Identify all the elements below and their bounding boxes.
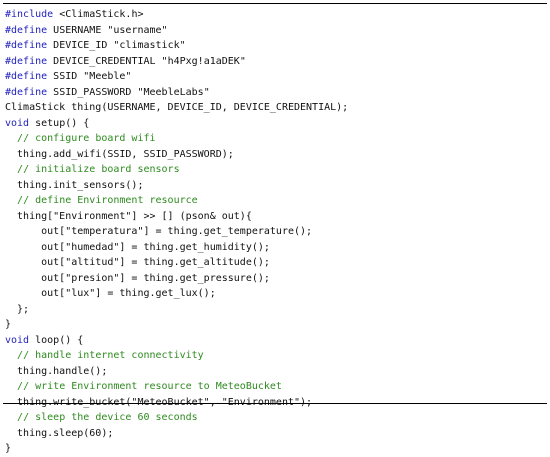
code-text <box>5 164 17 175</box>
code-comment: // initialize board sensors <box>17 164 180 175</box>
code-text: thing.sleep(60); <box>5 427 114 439</box>
bottom-rule <box>3 403 547 404</box>
code-text: } <box>5 319 12 330</box>
code-line: void loop() { <box>5 333 545 349</box>
code-line: // handle internet connectivity <box>5 348 545 364</box>
code-text: setup() { <box>29 117 90 129</box>
code-line: out["presion"] = thing.get_pressure(); <box>5 271 545 287</box>
code-text <box>5 412 17 423</box>
code-keyword: #define <box>5 71 48 82</box>
code-line: thing["Environment"] >> [] (pson& out){ <box>5 209 545 225</box>
code-line: } <box>5 441 545 457</box>
code-line: #define USERNAME "username" <box>5 23 545 39</box>
code-comment: // write Environment resource to MeteoBu… <box>17 381 282 392</box>
code-line: out["humedad"] = thing.get_humidity(); <box>5 240 545 256</box>
code-text: loop() { <box>29 334 84 346</box>
code-text: DEVICE_CREDENTIAL "h4Pxg!a1aDEK" <box>47 55 246 67</box>
code-comment: // define Environment resource <box>17 195 198 206</box>
code-text <box>5 381 17 392</box>
code-keyword: #define <box>5 86 48 98</box>
code-text: }; <box>5 303 30 315</box>
code-line: // configure board wifi <box>5 131 545 147</box>
code-line: out["altitud"] = thing.get_altitude(); <box>5 255 545 271</box>
code-keyword: void <box>5 334 30 346</box>
code-keyword: #define <box>5 40 48 51</box>
code-text: } <box>5 443 12 454</box>
code-text: thing.write_bucket("MeteoBucket", "Envir… <box>5 396 313 408</box>
code-line: out["temperatura"] = thing.get_temperatu… <box>5 224 545 240</box>
code-line: #include <ClimaStick.h> <box>5 7 545 23</box>
code-line: thing.write_bucket("MeteoBucket", "Envir… <box>5 395 545 411</box>
code-line: }; <box>5 302 545 318</box>
code-comment: // sleep the device 60 seconds <box>17 412 198 423</box>
code-text: thing["Environment"] >> [] (pson& out){ <box>5 210 252 222</box>
code-line: #define DEVICE_CREDENTIAL "h4Pxg!a1aDEK" <box>5 54 545 70</box>
code-text <box>5 133 17 144</box>
code-line: #define DEVICE_ID "climastick" <box>5 38 545 54</box>
code-line: thing.add_wifi(SSID, SSID_PASSWORD); <box>5 147 545 163</box>
code-line: thing.init_sensors(); <box>5 178 545 194</box>
code-text <box>5 350 17 361</box>
code-text: <ClimaStick.h> <box>53 9 144 20</box>
code-line: // initialize board sensors <box>5 162 545 178</box>
code-listing: #include <ClimaStick.h>#define USERNAME … <box>5 7 545 457</box>
code-text: thing.handle(); <box>5 365 108 377</box>
code-line: ClimaStick thing(USERNAME, DEVICE_ID, DE… <box>5 100 545 116</box>
code-text: out["lux"] = thing.get_lux(); <box>5 288 216 299</box>
code-text: DEVICE_ID "climastick" <box>47 40 186 51</box>
code-keyword: #include <box>5 9 54 20</box>
code-line: #define SSID "Meeble" <box>5 69 545 85</box>
code-line: out["lux"] = thing.get_lux(); <box>5 286 545 302</box>
code-line: // write Environment resource to MeteoBu… <box>5 379 545 395</box>
code-comment: // handle internet connectivity <box>17 350 204 361</box>
code-line: void setup() { <box>5 116 545 132</box>
code-text: USERNAME "username" <box>47 24 168 36</box>
code-text: out["presion"] = thing.get_pressure(); <box>5 272 270 284</box>
code-text: out["temperatura"] = thing.get_temperatu… <box>5 226 313 237</box>
code-text: SSID_PASSWORD "MeebleLabs" <box>47 86 210 98</box>
code-line: thing.sleep(60); <box>5 426 545 442</box>
code-keyword: #define <box>5 24 48 36</box>
code-line: #define SSID_PASSWORD "MeebleLabs" <box>5 85 545 101</box>
code-line: // define Environment resource <box>5 193 545 209</box>
top-rule <box>3 3 547 4</box>
code-text: thing.init_sensors(); <box>5 179 144 191</box>
code-keyword: void <box>5 117 30 129</box>
code-line: thing.handle(); <box>5 364 545 380</box>
code-line: } <box>5 317 545 333</box>
code-text: ClimaStick thing(USERNAME, DEVICE_ID, DE… <box>5 102 349 113</box>
code-text: thing.add_wifi(SSID, SSID_PASSWORD); <box>5 148 234 160</box>
code-text <box>5 195 17 206</box>
code-text: out["altitud"] = thing.get_altitude(); <box>5 257 270 268</box>
code-text: SSID "Meeble" <box>47 71 132 82</box>
code-keyword: #define <box>5 55 48 67</box>
code-comment: // configure board wifi <box>17 133 156 144</box>
code-text: out["humedad"] = thing.get_humidity(); <box>5 241 270 253</box>
code-line: // sleep the device 60 seconds <box>5 410 545 426</box>
